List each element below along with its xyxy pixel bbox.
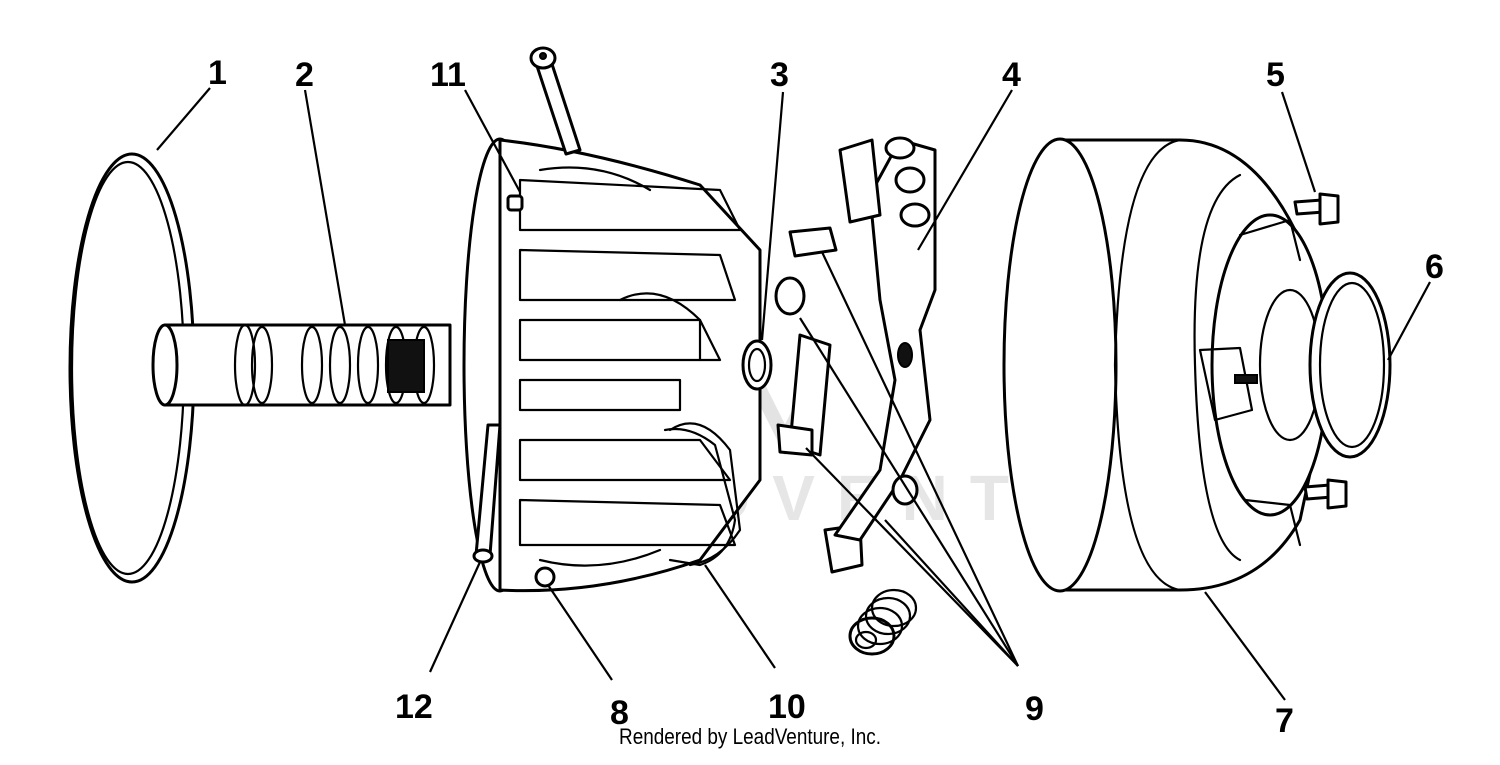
part-3-o-ring [741,339,773,391]
callout-9: 9 [1025,690,1044,728]
leader-lines [156,87,1431,701]
part-7-drum-cover [1002,137,1332,593]
part-2-spring [300,325,436,405]
footer-credit: Rendered by LeadVenture, Inc. [619,724,881,749]
part-5-bolts [1293,192,1348,510]
part-9-rollers [774,226,918,656]
callout-6: 6 [1425,248,1444,286]
part-6-washer [1308,271,1392,459]
callout-7: 7 [1275,702,1294,740]
callout-10: 10 [768,688,806,726]
callout-1: 1 [208,54,227,92]
callout-4: 4 [1002,56,1021,94]
callout-12: 12 [395,688,433,726]
callout-11: 11 [430,56,466,94]
shaft [151,323,452,407]
part-11-bolt [506,194,524,212]
callout-8: 8 [610,694,629,732]
callout-3: 3 [770,56,789,94]
callout-5: 5 [1266,56,1285,94]
part-8-nut [534,566,556,588]
spring-small [848,588,918,656]
part-12-pin [472,423,502,564]
callout-labels: 1 2 3 4 5 6 7 8 9 10 11 12 [208,54,1444,740]
callout-2: 2 [295,56,314,94]
part-10-weight [663,427,737,567]
pin-top [529,46,582,156]
